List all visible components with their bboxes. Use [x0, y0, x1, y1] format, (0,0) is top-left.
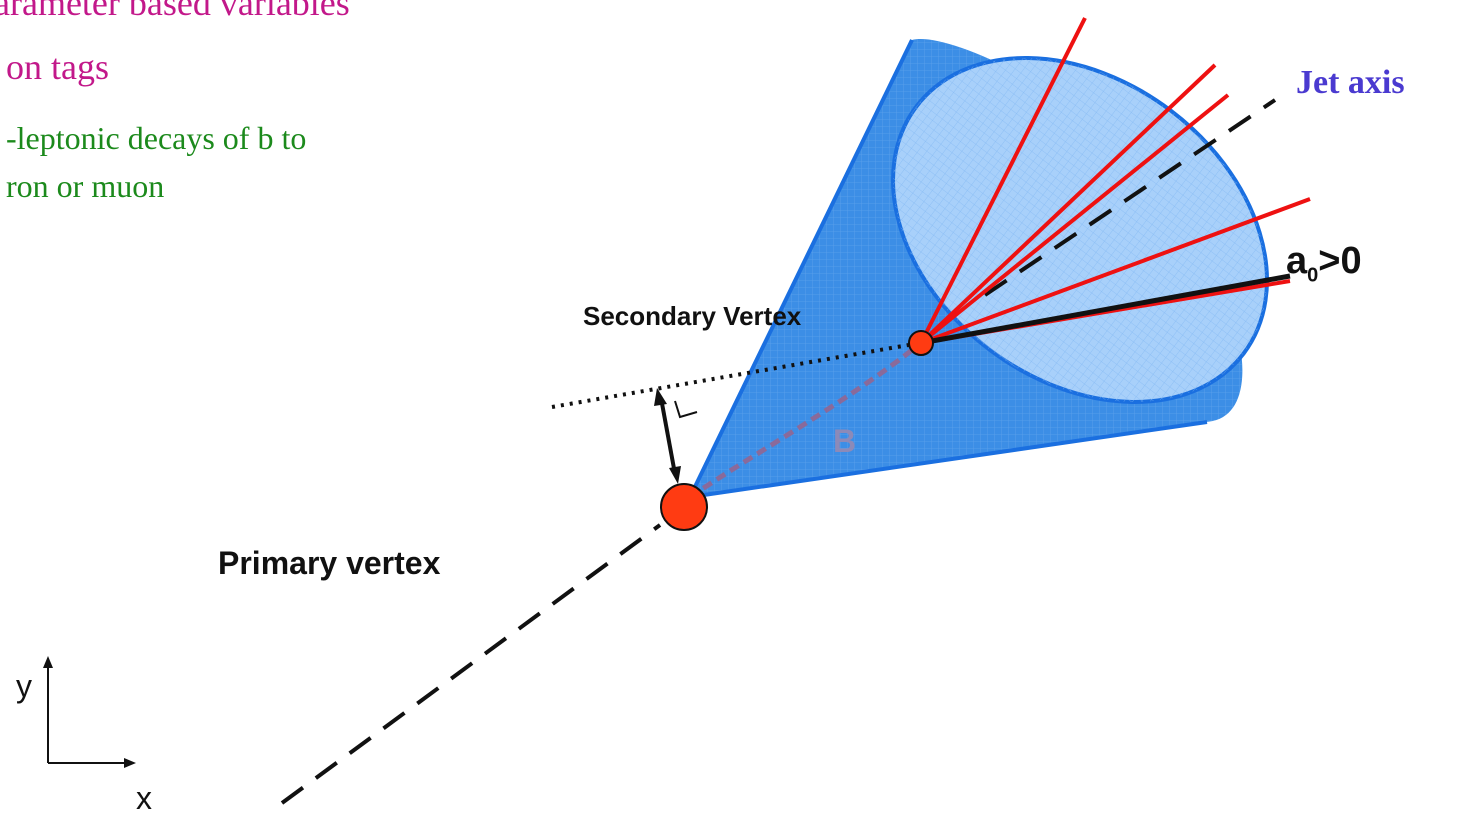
coordinate-axes — [43, 656, 136, 768]
track-2 — [919, 63, 1217, 345]
track-1 — [919, 17, 1087, 344]
heading-lepton-tags: on tags — [6, 47, 109, 87]
secondary-vertex-marker — [908, 330, 934, 356]
bullet-semileptonic-line-2: ron or muon — [6, 168, 165, 204]
x-axis-arrowhead — [124, 758, 136, 768]
jet-axis-label: Jet axis — [1296, 64, 1405, 101]
secondary-vertex-label: Secondary Vertex — [583, 301, 802, 331]
impact-parameter-label: a0>0 — [1286, 240, 1362, 288]
cone-edge-upper — [688, 39, 914, 498]
right-angle-marker — [674, 400, 698, 419]
impact-parameter-condition: >0 — [1318, 240, 1362, 282]
bullet-semileptonic-line-1: -leptonic decays of b to — [6, 120, 307, 156]
x-axis-label: x — [136, 780, 152, 816]
jet-axis-extension-dashed-line — [280, 523, 662, 805]
b-hadron-label: B — [833, 423, 857, 459]
b-flight-path — [688, 341, 923, 500]
primary-vertex-marker — [660, 483, 708, 531]
impact-parameter-subscript: 0 — [1307, 264, 1319, 287]
heading-parameter-variables: arameter based variables — [0, 0, 350, 23]
impact-parameter-arrow — [654, 388, 681, 484]
y-axis-label: y — [16, 668, 32, 704]
impact-parameter-symbol: a — [1286, 240, 1308, 282]
impact-parameter-track — [920, 273, 1291, 346]
jet-axis-dashed-line — [983, 98, 1277, 297]
y-axis-arrowhead — [43, 656, 53, 668]
primary-vertex-label: Primary vertex — [218, 545, 441, 581]
track-3 — [919, 93, 1230, 345]
cone-opening-grid — [893, 58, 1267, 402]
jet-cone — [688, 39, 1269, 499]
cone-edge-lower — [689, 420, 1208, 499]
track-4 — [920, 197, 1311, 345]
